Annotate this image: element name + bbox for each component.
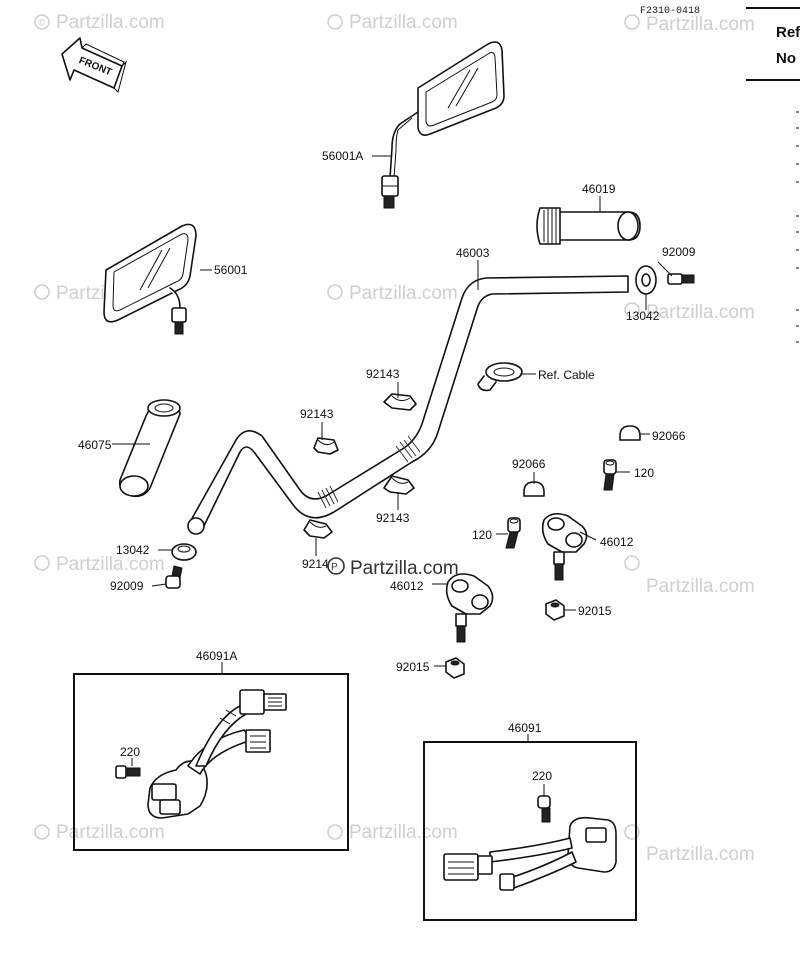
bolt-92009-right [667, 273, 695, 285]
label-92143-upper: 92143 [366, 367, 400, 381]
bushing-92143-mid-right [383, 475, 415, 495]
svg-text:P: P [331, 562, 338, 573]
cap-92066-center [523, 481, 545, 497]
svg-text:Partzilla.com: Partzilla.com [646, 302, 755, 323]
label-9214: 9214 [302, 557, 329, 571]
label-92143-mid-left: 92143 [300, 407, 334, 421]
switch-46091 [443, 816, 617, 891]
watermark: Partzilla.com [34, 554, 165, 575]
svg-text:Partzilla.com: Partzilla.com [349, 12, 458, 33]
bushing-92143-mid-left [313, 437, 339, 455]
watermark: Partzilla.com [624, 555, 755, 597]
label-46091a: 46091A [196, 649, 237, 663]
grip-46075 [118, 399, 181, 498]
bolt-120-left [505, 517, 521, 549]
watermarks: © Partzilla.com Partzilla.com Partzilla.… [34, 12, 755, 865]
svg-text:Partzilla.com: Partzilla.com [646, 844, 755, 865]
label-13042-right: 13042 [626, 309, 660, 323]
bolt-120-right [603, 459, 617, 491]
bolt-92009-left [165, 565, 183, 589]
holder-46012-left [445, 573, 494, 643]
sidebar-line-1: Ref [776, 24, 800, 41]
label-ref-cable: Ref. Cable [538, 368, 595, 382]
label-220-right: 220 [532, 769, 552, 783]
label-92066-right: 92066 [652, 429, 686, 443]
label-56001a: 56001A [322, 149, 363, 163]
label-92015-left: 92015 [396, 660, 430, 674]
leader-lines [112, 155, 673, 796]
svg-text:Partzilla.com: Partzilla.com [349, 822, 458, 843]
svg-text:©: © [38, 18, 46, 29]
svg-text:Partzilla.com: Partzilla.com [56, 554, 165, 575]
svg-text:Partzilla.com: Partzilla.com [349, 283, 458, 304]
label-56001: 56001 [214, 263, 248, 277]
reference-code: F2310-0418 [640, 6, 700, 17]
label-46091: 46091 [508, 721, 542, 735]
cap-92066-right [619, 425, 641, 441]
label-92066-center: 92066 [512, 457, 546, 471]
switch-46091a [147, 689, 287, 819]
switch-box-46091a [73, 673, 349, 851]
sidebar-tick-marks [796, 111, 799, 343]
svg-text:Partzilla.com: Partzilla.com [350, 558, 459, 579]
label-92009-right: 92009 [662, 245, 696, 259]
svg-text:Partzilla.com: Partzilla.com [646, 14, 755, 35]
watermark: Partzilla.com [327, 283, 458, 304]
nut-92015-left [445, 657, 465, 679]
label-120-left: 120 [472, 528, 492, 542]
reference-sidebar: Ref No [746, 7, 800, 343]
label-46019: 46019 [582, 182, 616, 196]
label-46012-right: 46012 [600, 535, 634, 549]
label-92009-left: 92009 [110, 579, 144, 593]
screw-220-left [115, 765, 141, 779]
grip-46019 [536, 207, 641, 245]
watermark: Partzilla.com [327, 12, 458, 33]
bushing-92143-lower [303, 519, 333, 539]
svg-text:Partzilla.com: Partzilla.com [56, 12, 165, 33]
label-220-left: 220 [120, 745, 140, 759]
switch-box-46091 [423, 741, 637, 921]
weight-13042-left [171, 543, 197, 561]
label-120-right: 120 [634, 466, 654, 480]
part-labels: 56001A 56001 46019 46003 92009 13042 Ref… [78, 149, 696, 783]
label-46075: 46075 [78, 438, 112, 452]
svg-text:Partzilla.com: Partzilla.com [56, 822, 165, 843]
label-13042-left: 13042 [116, 543, 150, 557]
mirror-56001 [103, 223, 197, 335]
watermark: Partzilla.com [327, 822, 458, 843]
weight-13042-right [635, 265, 657, 295]
nut-92015-right [545, 599, 565, 621]
bushing-92143-upper [383, 393, 417, 411]
handlebar-46003 [187, 275, 629, 535]
watermark: Partzilla.com [34, 822, 165, 843]
watermark: Partzilla.com [624, 824, 755, 865]
cable-clamp [477, 362, 523, 392]
label-46003: 46003 [456, 246, 490, 260]
center-watermark: P Partzilla.com [327, 557, 459, 579]
watermark: © Partzilla.com [34, 12, 165, 33]
label-46012-left: 46012 [390, 579, 424, 593]
sidebar-line-2: No [776, 50, 796, 67]
screw-220-right [537, 795, 551, 823]
watermark: Partzilla.com [624, 14, 755, 35]
front-arrow-icon: FRONT [61, 37, 127, 93]
svg-text:Partzilla.com: Partzilla.com [646, 576, 755, 597]
mirror-56001a [381, 41, 505, 209]
holder-46012-right [541, 512, 588, 581]
label-92015-right: 92015 [578, 604, 612, 618]
watermark: Partzilla.com [624, 302, 755, 323]
label-92143-mid-right: 92143 [376, 511, 410, 525]
